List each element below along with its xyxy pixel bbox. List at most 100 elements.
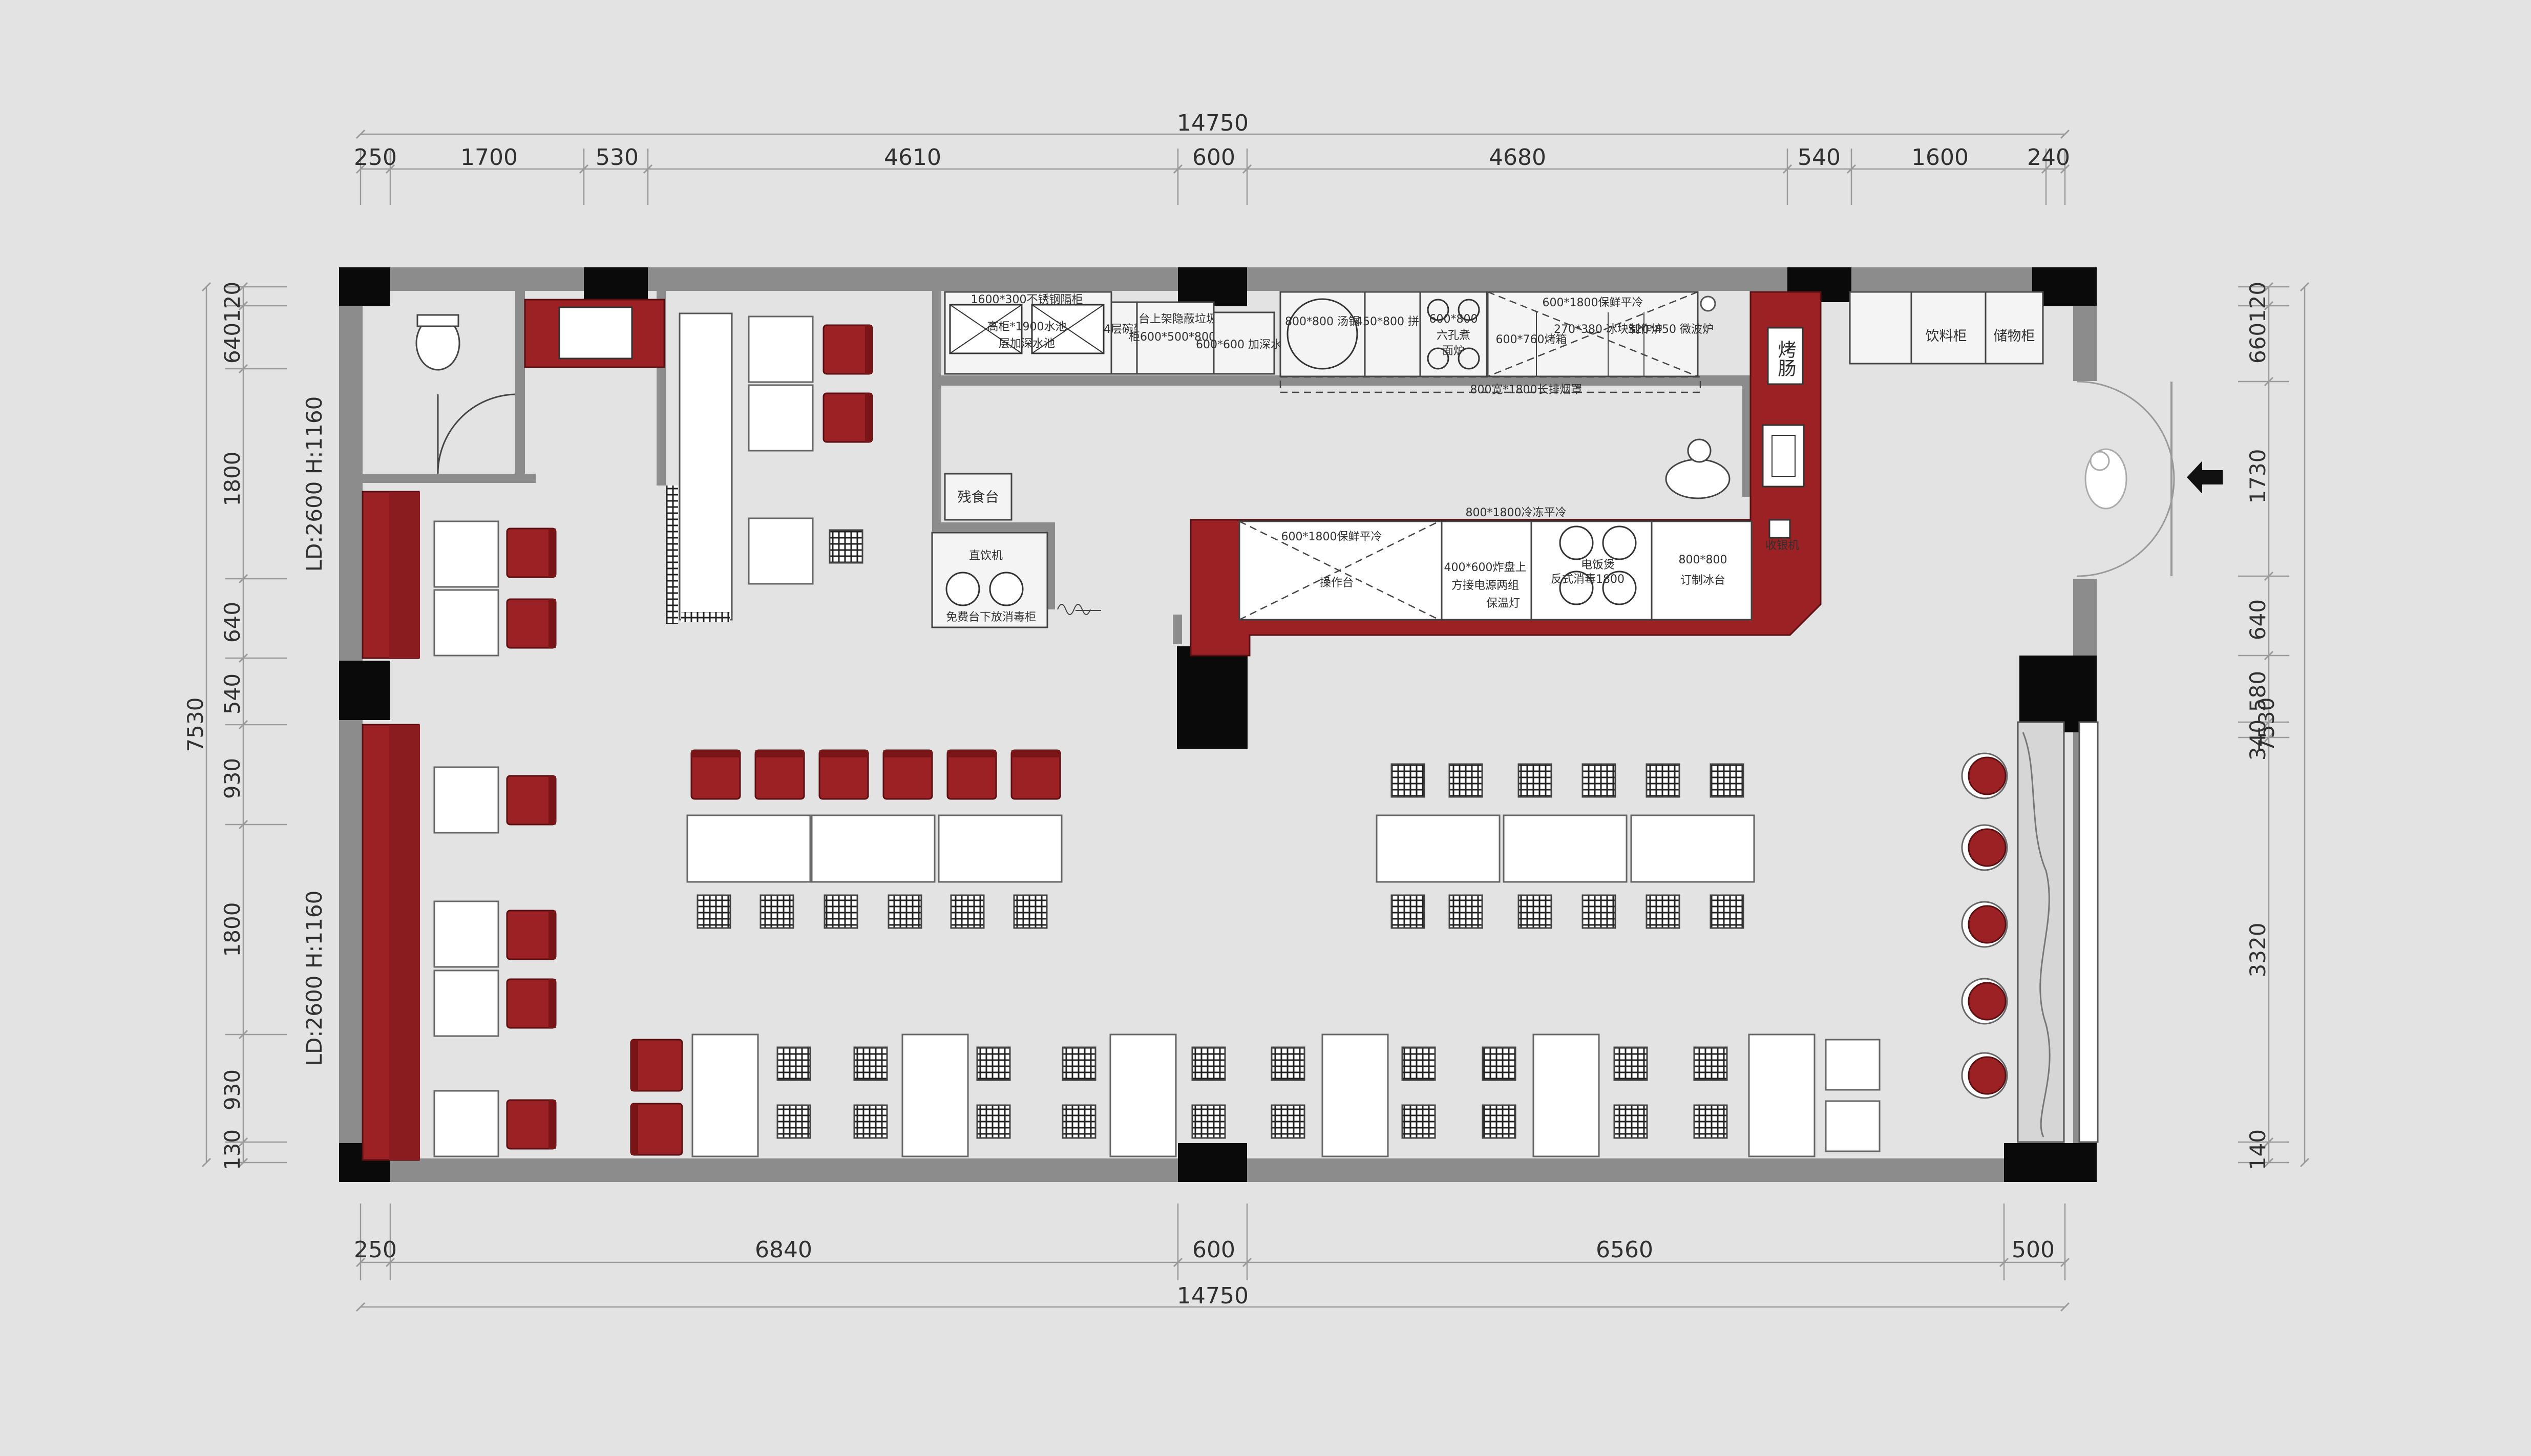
dining-table <box>1748 1033 1816 1157</box>
label-stove-bot: 面炉 <box>1442 345 1465 357</box>
label-fryer-top: 400*600炸盘上 <box>1444 561 1527 574</box>
grid-stool <box>1013 894 1048 929</box>
label-microwave: 320*450 微波炉 <box>1628 323 1714 336</box>
left-total-dim: 7530 <box>183 698 208 752</box>
label-stove-top: 600*800 <box>1429 313 1478 326</box>
grid-stool <box>1581 894 1616 929</box>
dining-table <box>1503 814 1628 883</box>
red-chair <box>506 1099 557 1150</box>
red-chair <box>506 910 557 960</box>
left-dim-2: 640 <box>220 323 245 364</box>
grid-stool <box>1710 763 1744 798</box>
left-dim-8: 930 <box>220 1069 245 1110</box>
label-drink-cabinet: 饮料柜 <box>1926 328 1967 344</box>
red-chair <box>882 749 933 800</box>
left-wall-note-1: LD:2600 H:1160 <box>302 396 327 572</box>
entrance-cabinets: 饮料柜 储物柜 <box>1849 291 2223 577</box>
label-cabinet-600: 柜600*500*800高 <box>1129 331 1227 344</box>
label-stove-mid: 六孔煮 <box>1437 329 1470 342</box>
bottom-dim-1: 250 <box>354 1237 397 1263</box>
label-work-counter: 操作台 <box>1320 577 1354 589</box>
dimension-tick <box>201 282 212 292</box>
grid-stool <box>1448 894 1483 929</box>
grid-stool <box>1581 763 1616 798</box>
grid-stool <box>776 1046 811 1081</box>
dining-table <box>691 1033 759 1157</box>
bottom-dim-2: 6840 <box>755 1237 812 1263</box>
label-sausage: 烤肠 <box>1775 340 1796 377</box>
dining-table <box>748 315 814 383</box>
grid-stool <box>824 894 858 929</box>
bottom-dimension-ticks <box>355 1204 2070 1312</box>
top-total-dim: 14750 <box>1177 110 1249 136</box>
structural-columns <box>339 267 2097 1182</box>
grid-stool <box>1271 1104 1305 1139</box>
dimension-tick <box>201 1157 212 1168</box>
right-dim-1: 120 <box>2245 282 2270 323</box>
right-dimension-ticks <box>2238 282 2310 1168</box>
dimension-tick <box>2300 282 2310 292</box>
window-bar <box>2017 721 2099 1143</box>
top-dim-8: 1600 <box>1911 144 1969 171</box>
dimension-tick <box>355 129 366 139</box>
right-dim-2: 660 <box>2245 323 2270 364</box>
label-hood: 800宽*1800长排烟罩 <box>1470 384 1583 396</box>
kitchen-counter: 烤肠 800*1800冷冻平冷 600*1800保鲜平冷 操作台 400*600… <box>1190 291 1822 657</box>
dimension-tick <box>2060 1302 2070 1312</box>
chair-back <box>549 599 556 648</box>
left-dim-6: 930 <box>220 758 245 799</box>
grid-stool <box>760 894 794 929</box>
bar-stool <box>1968 756 2007 795</box>
right-dim-8: 140 <box>2245 1129 2270 1170</box>
top-dim-4: 4610 <box>884 144 941 171</box>
top-dim-5: 600 <box>1192 144 1235 171</box>
bar-stool <box>1968 905 2007 944</box>
dining-table <box>433 766 499 834</box>
bar-stool <box>1968 828 2007 867</box>
dining-table <box>1630 814 1755 883</box>
bottom-dim-4: 6560 <box>1596 1237 1653 1263</box>
red-chair <box>946 749 997 800</box>
label-storage: 储物柜 <box>1994 328 2035 344</box>
dining-table <box>1532 1033 1600 1157</box>
dining-table <box>901 1033 969 1157</box>
grid-stool <box>888 894 922 929</box>
grid-stool <box>1191 1046 1226 1081</box>
dining-table <box>1321 1033 1389 1157</box>
label-sink-sub2: 层加深水池 <box>999 337 1055 350</box>
label-leftover: 残食台 <box>958 490 999 505</box>
dimension-tick <box>355 1302 366 1312</box>
left-dim-7: 1800 <box>220 902 245 957</box>
white-chair <box>1825 1039 1881 1091</box>
white-chair <box>1825 1100 1881 1152</box>
grid-stool <box>1271 1046 1305 1081</box>
right-total-dim: 7530 <box>2254 698 2279 752</box>
left-dim-1: 120 <box>220 282 245 323</box>
grid-stool <box>1448 763 1483 798</box>
red-chair <box>1010 749 1061 800</box>
chair-back <box>755 750 804 757</box>
top-dim-2: 1700 <box>460 144 518 171</box>
top-dim-3: 530 <box>596 144 639 171</box>
bottom-dim-5: 500 <box>2012 1237 2055 1263</box>
left-dim-5: 540 <box>220 673 245 714</box>
entrance-figure <box>2084 448 2127 510</box>
grid-stool <box>1401 1046 1436 1081</box>
left-tables <box>433 520 557 1157</box>
dining-tables <box>630 315 1881 1157</box>
chair-back <box>549 979 556 1028</box>
label-soup-pot: 800*800 汤锅 <box>1285 315 1360 328</box>
top-dim-9: 240 <box>2027 144 2070 171</box>
label-hidden-bin: 台上架隐蔽垃圾 <box>1138 313 1217 326</box>
top-dim-7: 540 <box>1798 144 1841 171</box>
red-chair <box>822 392 873 443</box>
label-cooker-mid: 反式消毒1800 <box>1551 573 1625 586</box>
dining-table <box>1376 814 1501 883</box>
label-sink-cabinet: 1600*300不锈钢隔柜 <box>971 293 1083 306</box>
dimension-tick <box>2300 1157 2310 1168</box>
restroom <box>415 314 515 474</box>
label-freezer-mid: 800*1800冷冻平冷 <box>1466 507 1567 519</box>
dining-table <box>1109 1033 1177 1157</box>
kitchen-equipment: 1600*300不锈钢隔柜 高柜*1900水池 层加深水池 4层碗架 台上架隐蔽… <box>944 291 1716 396</box>
label-cooker-top: 电饭煲 <box>1581 559 1615 572</box>
